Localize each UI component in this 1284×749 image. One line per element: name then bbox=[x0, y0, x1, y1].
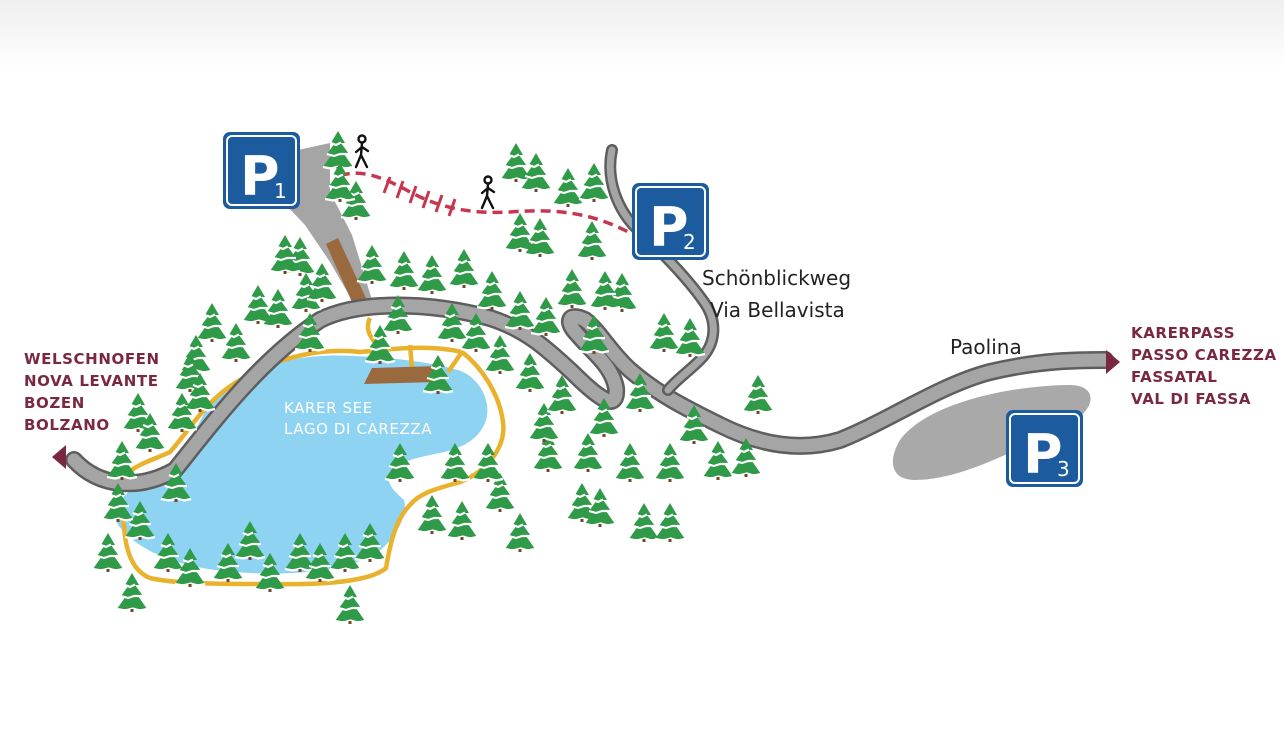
parking-letter: P bbox=[240, 145, 280, 208]
hiker-icon bbox=[354, 134, 370, 169]
walking-path bbox=[339, 171, 633, 236]
hiker-icon bbox=[480, 175, 496, 210]
destination-left-3: BOZEN bbox=[24, 394, 85, 412]
road-label-via-bellavista: Via Bellavista bbox=[710, 298, 845, 322]
destination-right-1: KARERPASS bbox=[1131, 324, 1235, 342]
destination-right-3: FASSATAL bbox=[1131, 368, 1218, 386]
arrow-right-icon bbox=[1106, 350, 1120, 374]
parking-letter: P bbox=[1023, 423, 1063, 486]
road-label-paolina: Paolina bbox=[950, 335, 1022, 359]
stairs bbox=[382, 176, 457, 217]
parking-area-p1 bbox=[286, 143, 372, 300]
parking-number: 2 bbox=[683, 230, 696, 254]
lake-label-line2: LAGO DI CAREZZA bbox=[284, 420, 432, 438]
destination-left-1: WELSCHNOFEN bbox=[24, 350, 160, 368]
parking-sign-p1[interactable]: P 1 bbox=[223, 132, 300, 209]
parking-number: 1 bbox=[274, 179, 287, 203]
destination-left-4: BOLZANO bbox=[24, 416, 110, 434]
destination-right-4: VAL DI FASSA bbox=[1131, 390, 1251, 408]
lake-label-line1: KARER SEE bbox=[284, 399, 373, 417]
destination-left-2: NOVA LEVANTE bbox=[24, 372, 159, 390]
parking-sign-p2[interactable]: P 2 bbox=[632, 183, 709, 260]
arrow-left-icon bbox=[52, 445, 66, 469]
destination-right-2: PASSO CAREZZA bbox=[1131, 346, 1277, 364]
boardwalk-access bbox=[326, 238, 366, 302]
boardwalk-lake bbox=[364, 366, 438, 384]
parking-sign-p3[interactable]: P 3 bbox=[1006, 410, 1083, 487]
parking-number: 3 bbox=[1057, 457, 1070, 481]
parking-area-p3 bbox=[892, 385, 1091, 480]
parking-letter: P bbox=[649, 196, 689, 259]
road-label-schoenblickweg: Schönblickweg bbox=[702, 266, 851, 290]
